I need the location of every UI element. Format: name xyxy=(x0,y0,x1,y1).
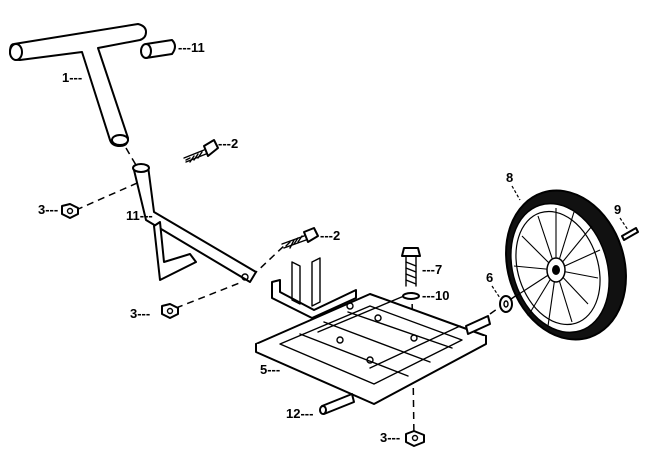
bolt-vertical-part-7 xyxy=(401,247,421,287)
t-handle-part-1 xyxy=(9,23,147,147)
bolt-middle-part-2 xyxy=(281,227,319,249)
callout-7: ---7 xyxy=(422,262,442,277)
callout-labels: 1--- ---2 ---2 3--- 3--- 3--- 5--- 6 ---… xyxy=(38,40,621,445)
callout-2-middle: ---2 xyxy=(320,228,340,243)
washer-part-6 xyxy=(499,295,513,313)
cotter-pin-part-9 xyxy=(621,227,639,241)
washer-part-10 xyxy=(402,292,420,300)
axle-part-12 xyxy=(319,315,491,415)
callout-8: 8 xyxy=(506,170,513,185)
callout-3-lower: 3--- xyxy=(130,306,150,321)
handle-grip-part-11 xyxy=(140,39,176,59)
frame-part-5 xyxy=(255,257,487,405)
callout-3-upper: 3--- xyxy=(38,202,58,217)
callout-9: 9 xyxy=(614,202,621,217)
nut-upper-part-3 xyxy=(61,203,79,219)
callout-1: 1--- xyxy=(62,70,82,85)
wheel-part-8 xyxy=(505,189,627,341)
alignment-line-handle xyxy=(125,147,141,173)
callout-5: 5--- xyxy=(260,362,280,377)
alignment-line-nut-lower xyxy=(175,281,243,309)
callout-6: 6 xyxy=(486,270,493,285)
callout-3-bottom: 3--- xyxy=(380,430,400,445)
alignment-line-bolt-middle xyxy=(251,243,287,277)
callout-11-arm: 11--- xyxy=(126,208,153,223)
bolt-upper-part-2 xyxy=(183,139,219,163)
handle-arm-part-11 xyxy=(132,163,257,283)
callout-2-upper: ---2 xyxy=(218,136,238,151)
callout-11-grip: ---11 xyxy=(178,40,205,55)
nut-lower-part-3 xyxy=(161,303,179,319)
callout-12: 12--- xyxy=(286,406,313,421)
nut-bottom-part-3 xyxy=(405,430,425,447)
callout-10: ---10 xyxy=(422,288,449,303)
leader-lines xyxy=(491,185,629,299)
alignment-line-nut-upper xyxy=(75,179,145,211)
